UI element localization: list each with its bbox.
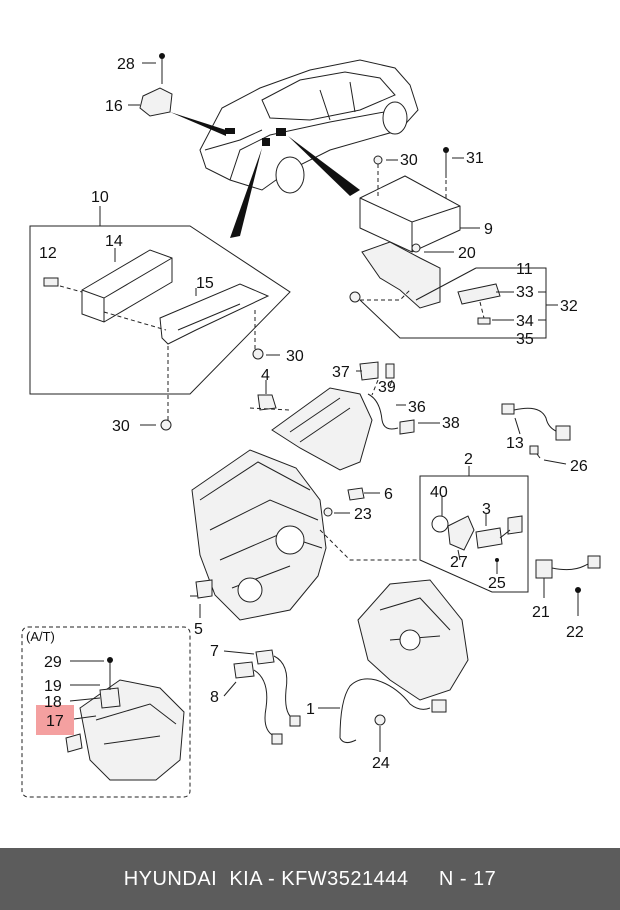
callout-34: 34	[516, 313, 534, 330]
callout-37: 37	[332, 364, 350, 381]
at-label: (A/T)	[26, 629, 55, 644]
callout-12: 12	[39, 245, 57, 262]
sensor-kit-box	[419, 466, 529, 593]
callout-7: 7	[210, 643, 219, 660]
callout-32: 32	[560, 298, 578, 315]
sensors-7-8	[223, 649, 301, 745]
callout-5: 5	[194, 621, 203, 638]
callout-1: 1	[306, 701, 315, 718]
pcm-module-group	[349, 147, 558, 339]
callout-30-ecu: 30	[286, 348, 304, 365]
callout-10: 10	[91, 189, 109, 206]
callout-9: 9	[484, 221, 493, 238]
callout-6: 6	[384, 486, 393, 503]
callout-15: 15	[196, 275, 214, 292]
callout-17: 17	[46, 713, 64, 730]
transmission-manual	[318, 579, 469, 752]
callout-4: 4	[261, 367, 270, 384]
sensor-21-harness	[535, 555, 601, 616]
car-illustration	[170, 59, 419, 238]
callout-19: 19	[44, 678, 62, 695]
callout-29: 29	[44, 654, 62, 671]
callout-27: 27	[450, 554, 468, 571]
footer-page: N - 17	[438, 867, 497, 890]
callout-16: 16	[105, 98, 123, 115]
callout-36: 36	[408, 399, 426, 416]
footer-brand: HYUNDAI KIA - KFW3521444	[123, 867, 409, 890]
callout-35: 35	[516, 331, 534, 348]
callout-11: 11	[516, 261, 533, 278]
callout-21: 21	[532, 604, 550, 621]
exploded-parts-diagram: 28 16 10 14 12 15 30 30 30 31 9 20 11 33…	[21, 53, 601, 798]
callout-20: 20	[458, 245, 476, 262]
callout-3: 3	[482, 501, 491, 518]
callout-8: 8	[210, 689, 219, 706]
callout-39: 39	[378, 379, 396, 396]
ecu-box-group	[29, 206, 291, 431]
callout-24: 24	[372, 755, 390, 772]
callout-28: 28	[117, 56, 135, 73]
callout-40: 40	[430, 484, 448, 501]
sensor-13-harness	[501, 403, 571, 465]
callout-2: 2	[464, 451, 473, 468]
callout-23: 23	[354, 506, 372, 523]
footer-bar: HYUNDAI KIA - KFW3521444 N - 17	[0, 848, 620, 910]
callout-26: 26	[570, 458, 588, 475]
callout-13: 13	[506, 435, 524, 452]
callout-31: 31	[466, 150, 484, 167]
callout-30-lower: 30	[112, 418, 130, 435]
footer-spacer	[409, 868, 439, 891]
callout-18: 18	[44, 694, 62, 711]
engine-block	[190, 449, 421, 621]
callout-14: 14	[105, 233, 123, 250]
part-16-sensor-bracket	[128, 53, 173, 117]
callout-33: 33	[516, 284, 534, 301]
callout-38: 38	[442, 415, 460, 432]
automatic-transmission-group	[21, 626, 191, 798]
intake-manifold-group	[249, 361, 440, 471]
callout-22: 22	[566, 624, 584, 641]
highlight-17	[36, 705, 74, 735]
callout-25: 25	[488, 575, 506, 592]
callout-30-pcm: 30	[400, 152, 418, 169]
